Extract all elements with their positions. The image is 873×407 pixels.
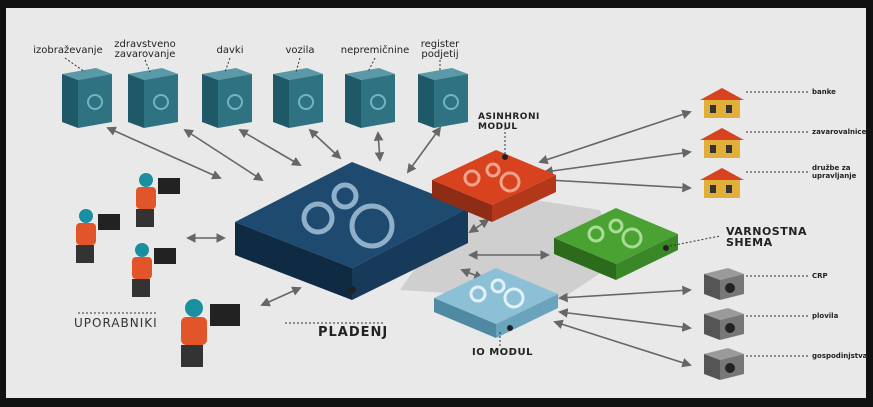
user-icon-3 (132, 243, 176, 297)
module-io (434, 268, 558, 338)
db-label-health-insurance: zdravstveno zavarovanje (114, 39, 176, 60)
server-icon-3 (202, 68, 252, 128)
arrow-db1 (106, 126, 222, 180)
user-icon-2 (76, 209, 120, 263)
institution-buildings (700, 88, 808, 357)
arrow-druzbe (546, 175, 692, 193)
db-label-business-register: register podjetij (420, 39, 460, 60)
security-module-label: VARNOSTNA SHEMA (726, 225, 807, 249)
register-device-icon-3 (704, 348, 744, 380)
hub-pladenj (235, 162, 468, 300)
security-gears-icon (587, 218, 643, 249)
arrow-gospodinjstva (553, 319, 692, 368)
arrow-db6 (406, 126, 442, 174)
arrow-crp (558, 285, 692, 303)
arrow-db4 (308, 128, 342, 160)
register-label-households: gospodinjstva (812, 352, 868, 360)
async-gears-icon (463, 162, 521, 193)
server-icon-4 (273, 68, 323, 128)
institution-label-insurers: zavarovalnice (812, 128, 867, 136)
db-label-real-estate: nepremičnine (340, 45, 410, 56)
hub-gears-icon (301, 182, 395, 249)
register-device-icon-1 (704, 268, 744, 300)
io-gears-icon (469, 278, 525, 309)
arrow-hub-async (468, 218, 490, 234)
server-leader-lines (64, 57, 441, 73)
server-icon-5 (345, 68, 395, 128)
bank-building-icon (700, 88, 744, 118)
arrow-db5 (373, 131, 385, 162)
arrow-users2 (260, 286, 302, 307)
register-device-icon-2 (704, 308, 744, 340)
connection-arrows (106, 109, 692, 368)
fund-building-icon (700, 168, 744, 198)
async-module-label: ASINHRONI MODUL (478, 112, 540, 132)
io-module-label: IO MODUL (472, 347, 533, 358)
server-icon-6 (418, 68, 468, 128)
arrow-db3 (238, 129, 302, 166)
insurance-building-icon (700, 128, 744, 158)
server-icon-2 (128, 68, 178, 128)
server-group (62, 57, 468, 128)
arrow-zavarovalnice (543, 148, 692, 176)
arrow-db2 (183, 128, 264, 182)
user-icon-1 (136, 173, 180, 227)
register-devices (704, 268, 744, 380)
users-label: UPORABNIKI (74, 316, 158, 330)
arrow-plovila (558, 308, 692, 332)
module-async (432, 150, 556, 222)
user-figures (76, 173, 240, 367)
db-label-vehicles: vozila (285, 45, 315, 56)
hub-label: PLADENJ (318, 325, 389, 340)
institution-label-banks: banke (812, 88, 836, 96)
register-label-crp: CRP (812, 272, 828, 280)
db-label-education: izobraževanje (33, 45, 103, 56)
module-security (554, 208, 678, 280)
server-icon-1 (62, 68, 112, 128)
user-icon-4 (181, 299, 240, 367)
db-label-taxes: davki (216, 45, 244, 56)
register-label-vessels: plovila (812, 312, 839, 320)
institution-label-funds: družbe za upravljanje (812, 164, 857, 180)
